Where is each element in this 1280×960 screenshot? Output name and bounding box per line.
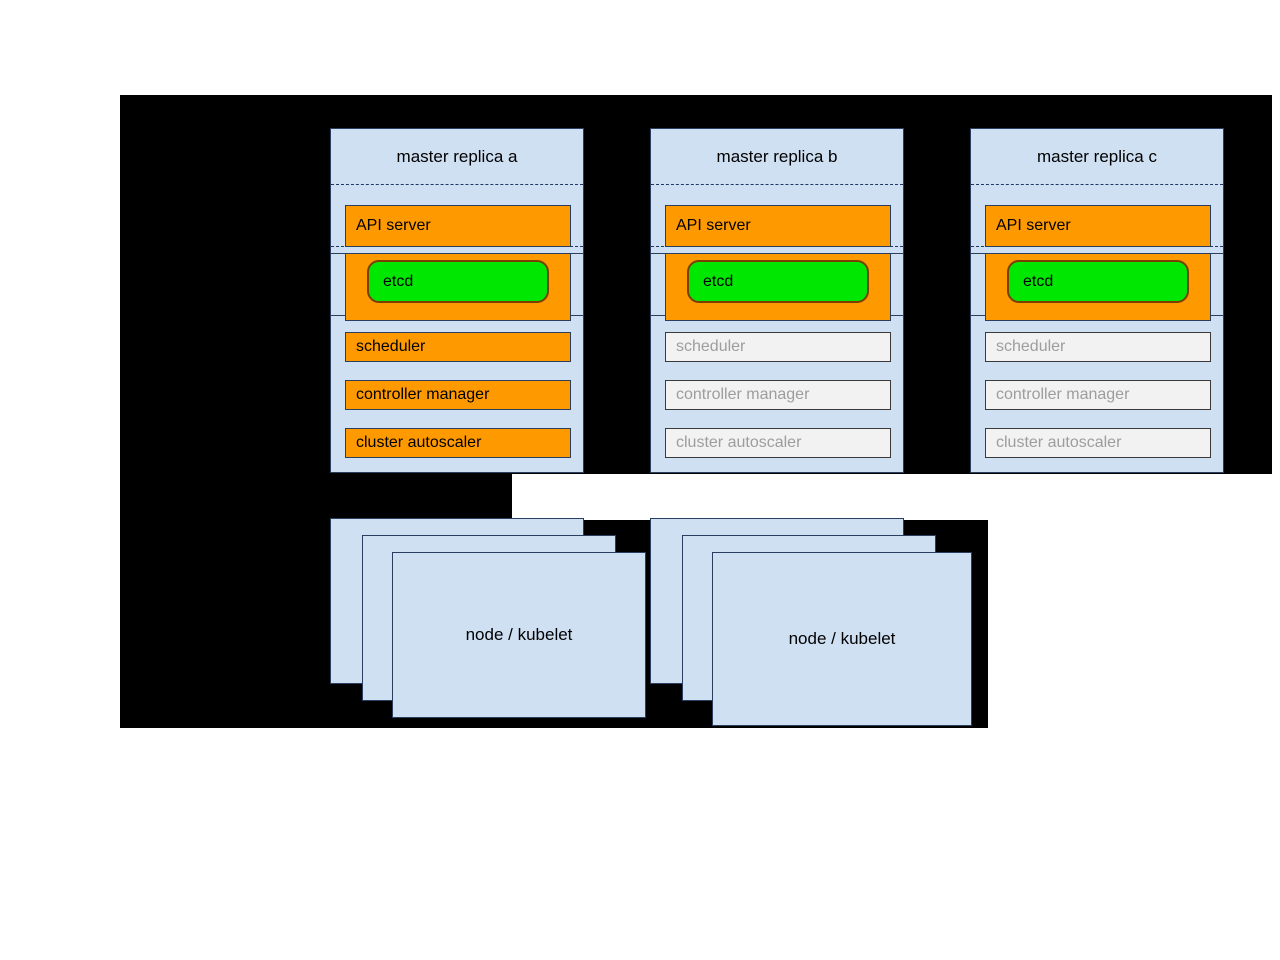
replica-b-cluster-autoscaler[interactable]: cluster autoscaler — [665, 428, 891, 458]
replica-c-scheduler-label: scheduler — [996, 338, 1066, 355]
replica-b-etcd[interactable]: etcd — [687, 260, 869, 303]
replica-a-etcd[interactable]: etcd — [367, 260, 549, 303]
replica-c-controller-manager[interactable]: controller manager — [985, 380, 1211, 410]
replica-c-divider-top — [971, 184, 1223, 185]
replica-a-divider-top — [331, 184, 583, 185]
master-replica-b-title: master replica b — [716, 146, 838, 166]
master-replica-c-title: master replica c — [1037, 146, 1157, 166]
node-group-2-card-front[interactable]: node / kubelet — [712, 552, 972, 726]
replica-b-scheduler[interactable]: scheduler — [665, 332, 891, 362]
replica-b-divider-top — [651, 184, 903, 185]
master-replica-a[interactable]: master replica a API server etcd schedul… — [330, 128, 584, 473]
replica-c-cluster-autoscaler-label: cluster autoscaler — [996, 434, 1122, 451]
replica-b-controller-manager[interactable]: controller manager — [665, 380, 891, 410]
replica-a-cluster-autoscaler[interactable]: cluster autoscaler — [345, 428, 571, 458]
replica-a-cluster-autoscaler-label: cluster autoscaler — [356, 434, 482, 451]
master-replica-b[interactable]: master replica b API server etcd schedul… — [650, 128, 904, 473]
replica-c-etcd[interactable]: etcd — [1007, 260, 1189, 303]
replica-c-api-server-label: API server — [996, 217, 1071, 234]
replica-a-api-server-label: API server — [356, 217, 431, 234]
replica-c-api-server[interactable]: API server — [985, 205, 1211, 247]
replica-b-scheduler-label: scheduler — [676, 338, 746, 355]
master-replica-c[interactable]: master replica c API server etcd schedul… — [970, 128, 1224, 473]
replica-a-api-server[interactable]: API server — [345, 205, 571, 247]
master-replica-a-title: master replica a — [396, 146, 518, 166]
replica-b-controller-manager-label: controller manager — [676, 386, 810, 403]
replica-b-api-server-label: API server — [676, 217, 751, 234]
node-group-1-card-front[interactable]: node / kubelet — [392, 552, 646, 718]
replica-b-etcd-label: etcd — [703, 272, 734, 290]
replica-a-controller-manager-label: controller manager — [356, 386, 490, 403]
knockout-band — [512, 474, 1280, 520]
replica-a-controller-manager[interactable]: controller manager — [345, 380, 571, 410]
node-group-1-label: node / kubelet — [465, 625, 573, 644]
replica-a-scheduler-label: scheduler — [356, 338, 426, 355]
replica-c-controller-manager-label: controller manager — [996, 386, 1130, 403]
replica-c-etcd-label: etcd — [1023, 272, 1054, 290]
replica-a-scheduler[interactable]: scheduler — [345, 332, 571, 362]
replica-c-scheduler[interactable]: scheduler — [985, 332, 1211, 362]
replica-b-api-server[interactable]: API server — [665, 205, 891, 247]
replica-b-cluster-autoscaler-label: cluster autoscaler — [676, 434, 802, 451]
replica-a-etcd-label: etcd — [383, 272, 414, 290]
node-group-2-label: node / kubelet — [788, 629, 896, 648]
replica-c-cluster-autoscaler[interactable]: cluster autoscaler — [985, 428, 1211, 458]
